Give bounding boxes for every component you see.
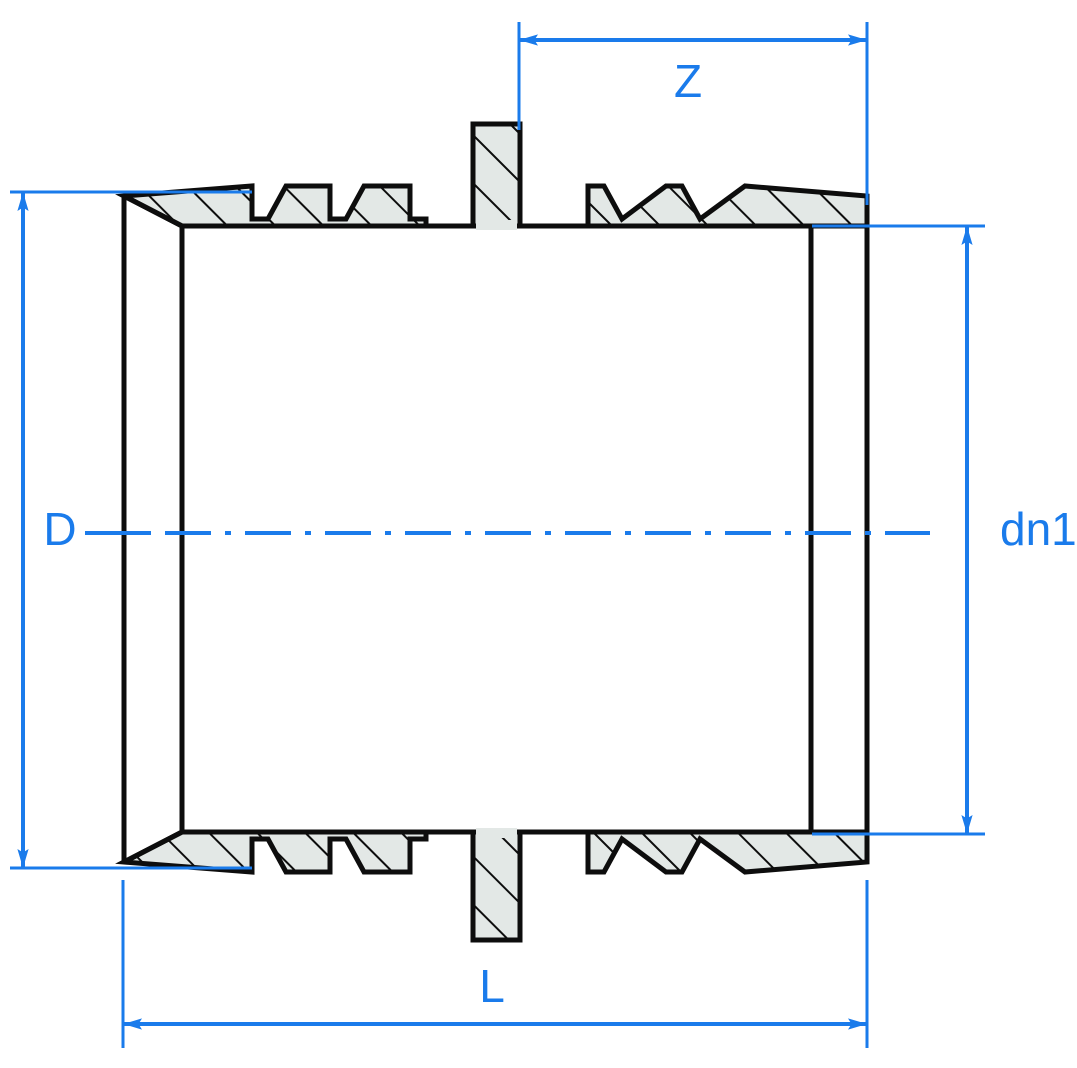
- visible-edges-group: [121, 196, 870, 862]
- bottom-rib: [470, 829, 523, 943]
- dimension-Z: Z: [517, 22, 869, 205]
- bottom-rib-seam-cover: [476, 828, 517, 838]
- dimension-dn1-label: dn1: [1000, 503, 1077, 555]
- top-rib-seam-cover: [476, 220, 517, 230]
- dimension-D: D: [10, 190, 252, 870]
- dimension-L: L: [121, 880, 869, 1048]
- bottom-wall-section: [115, 829, 870, 875]
- top-rib: [470, 121, 523, 229]
- top-left-lip-line: [122, 193, 184, 229]
- bottom-left-lip-line: [122, 829, 184, 865]
- top-wall-section: [115, 183, 870, 229]
- dimension-Z-label: Z: [674, 55, 702, 107]
- dimension-L-label: L: [479, 960, 505, 1012]
- dimension-dn1: dn1: [812, 224, 1077, 836]
- part-body-group: [115, 121, 870, 943]
- dimension-D-label: D: [43, 503, 76, 555]
